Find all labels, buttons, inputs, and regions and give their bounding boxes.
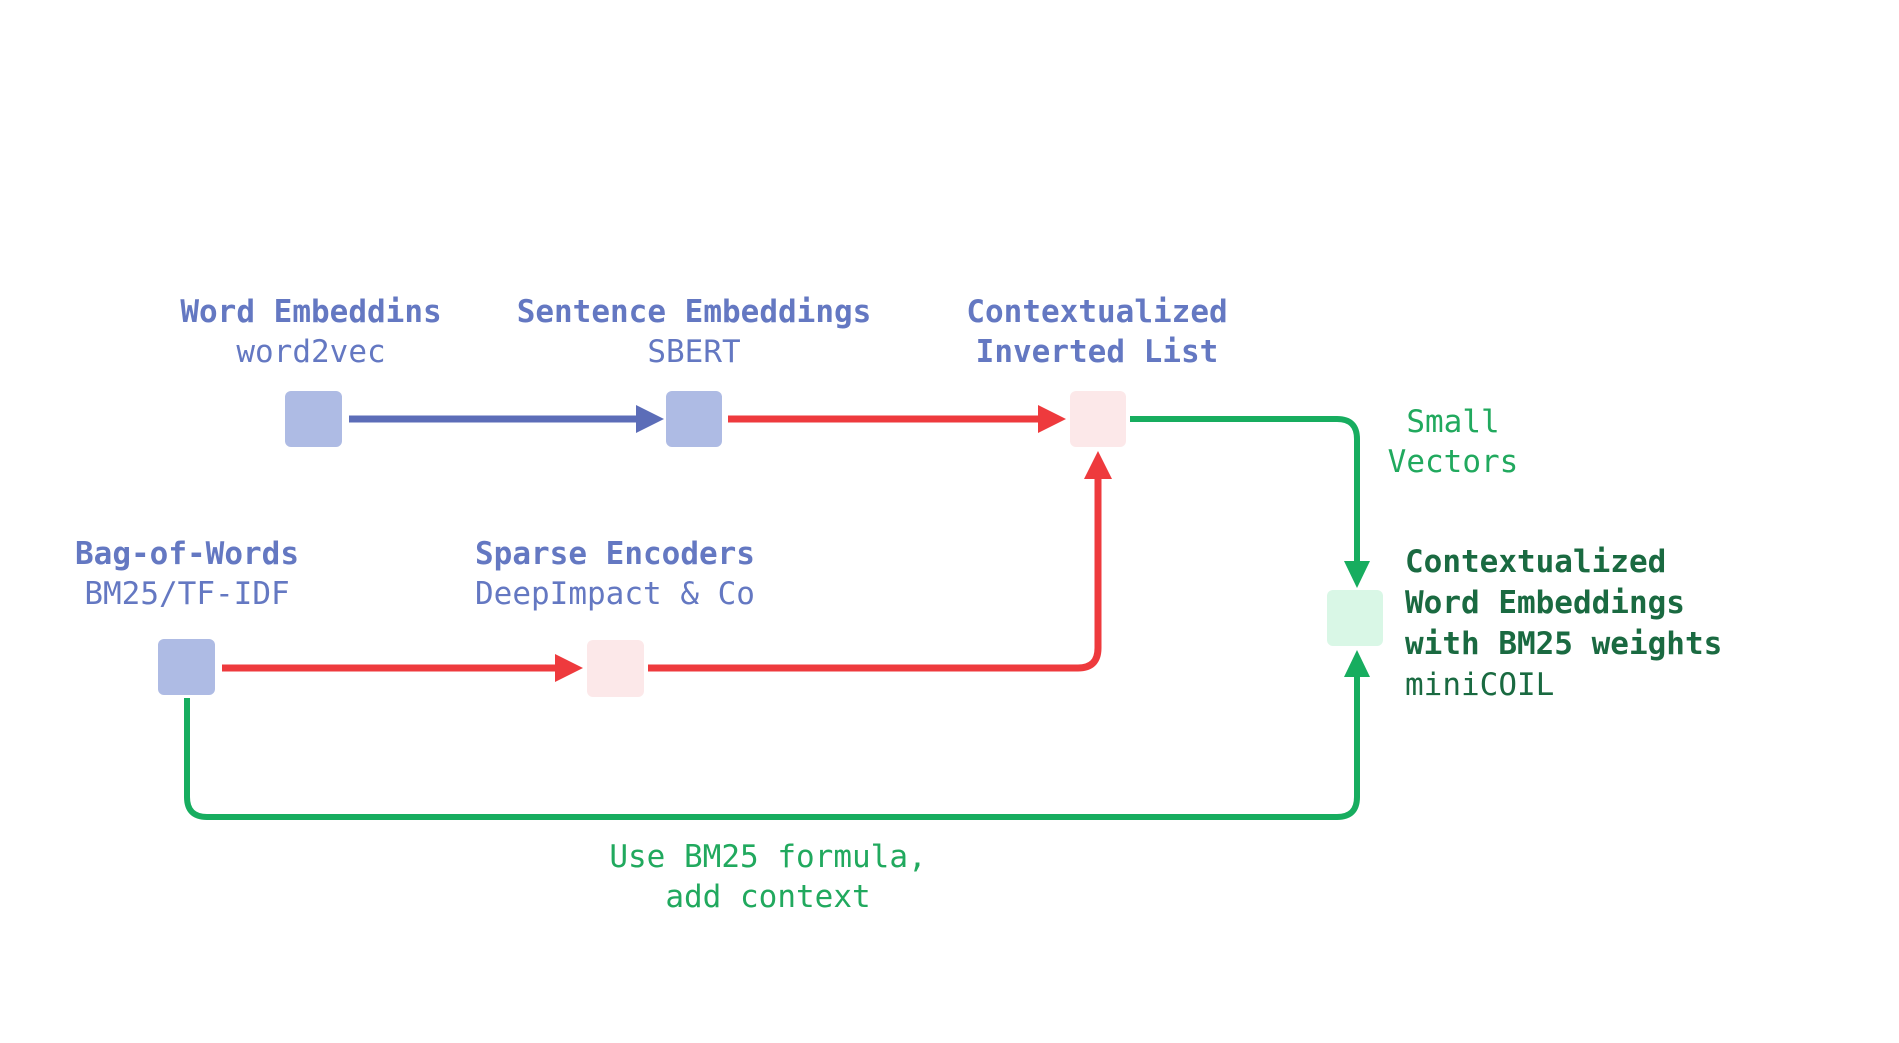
- bag-of-words-title: Bag-of-Words: [75, 536, 299, 572]
- small-vectors-line2: Vectors: [1387, 444, 1519, 480]
- sparse-encoders-node: [587, 640, 644, 697]
- minicoil-node: [1327, 590, 1383, 646]
- bm25-formula-annotation: Use BM25 formula, add context: [609, 837, 926, 917]
- bag-of-words-node: [158, 639, 215, 695]
- green-connector-top: [1130, 416, 1360, 564]
- minicoil-title-line2: Word Embeddings: [1405, 585, 1685, 621]
- sentence-embeddings-label: Sentence Embeddings SBERT: [517, 292, 872, 372]
- minicoil-subtitle: miniCOIL: [1405, 667, 1555, 703]
- green-arrowhead-down-icon: [1344, 561, 1370, 588]
- contextualized-inverted-list-title-line1: Contextualized: [966, 294, 1228, 330]
- red-arrowhead-right-top-icon: [1038, 405, 1066, 433]
- contextualized-inverted-list-label: Contextualized Inverted List: [966, 292, 1227, 372]
- bag-of-words-label: Bag-of-Words BM25/TF-IDF: [75, 534, 299, 614]
- minicoil-title-line1: Contextualized: [1405, 544, 1667, 580]
- small-vectors-line1: Small: [1406, 404, 1500, 440]
- contextualized-inverted-list-node: [1070, 391, 1126, 447]
- small-vectors-annotation: Small Vectors: [1388, 402, 1519, 482]
- sentence-embeddings-title: Sentence Embeddings: [516, 294, 872, 330]
- minicoil-label: Contextualized Word Embeddings with BM25…: [1405, 542, 1722, 706]
- red-arrowhead-right-bottom-icon: [555, 654, 583, 682]
- sparse-encoders-label: Sparse Encoders DeepImpact & Co: [475, 534, 755, 614]
- sparse-encoders-title: Sparse Encoders: [475, 536, 755, 572]
- contextualized-inverted-list-title-line2: Inverted List: [975, 334, 1219, 370]
- minicoil-title-line3: with BM25 weights: [1405, 626, 1723, 662]
- word-embeddings-node: [285, 391, 342, 447]
- bm25-formula-line2: add context: [665, 879, 871, 915]
- word-embeddings-subtitle: word2vec: [236, 334, 386, 370]
- blue-arrowhead-right-icon: [636, 405, 664, 433]
- green-arrowhead-up-icon: [1344, 650, 1370, 677]
- green-connector-bottom: [184, 667, 1360, 820]
- sparse-encoders-subtitle: DeepImpact & Co: [475, 576, 755, 612]
- bag-of-words-subtitle: BM25/TF-IDF: [84, 576, 290, 612]
- red-arrowhead-up-icon: [1084, 451, 1112, 479]
- bm25-formula-line1: Use BM25 formula,: [609, 839, 927, 875]
- sentence-embeddings-subtitle: SBERT: [647, 334, 741, 370]
- word-embeddings-label: Word Embeddins word2vec: [180, 292, 441, 372]
- word-embeddings-title: Word Embeddins: [180, 294, 442, 330]
- sentence-embeddings-node: [666, 391, 722, 447]
- red-connector-elbow: [648, 468, 1102, 672]
